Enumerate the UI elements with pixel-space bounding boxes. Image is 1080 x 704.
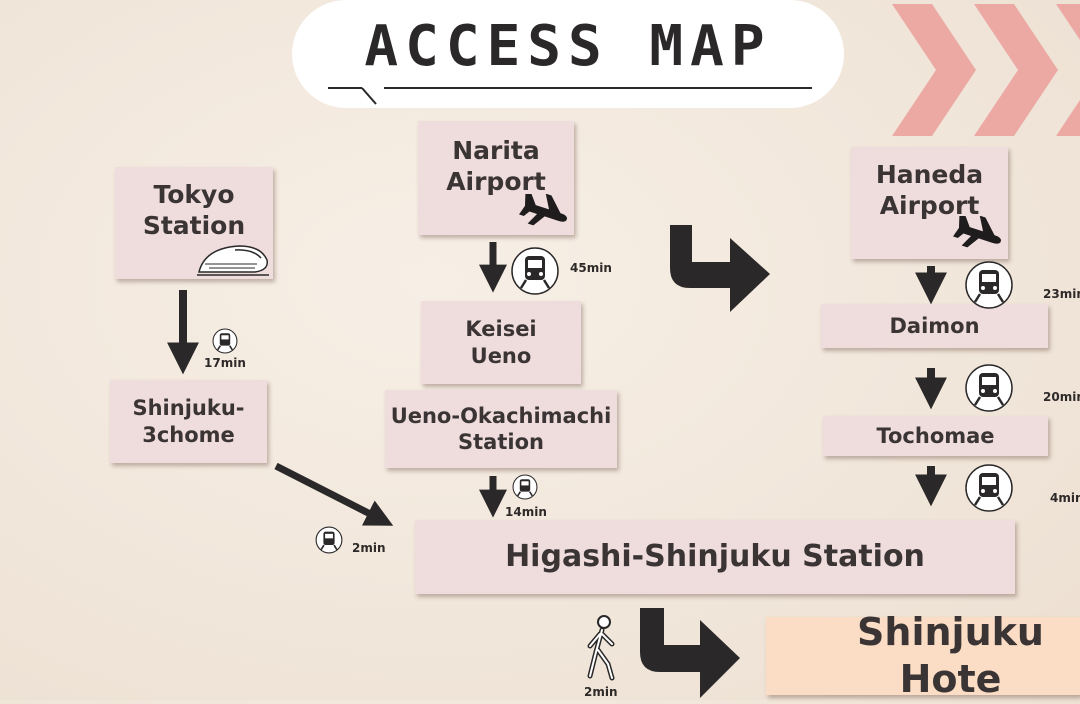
time-walk-hotel: 2min [584,685,618,699]
time-narita-keisei: 45min [570,261,612,275]
node-shinjuku-hotel: Shinjuku Hote [766,610,1080,701]
node-ueno-okachimachi: Ueno-Okachimachi Station [385,390,617,468]
node-higashi-shinjuku: Higashi-Shinjuku Station [415,520,1015,594]
train-icon [511,247,559,295]
bullet-train-icon [197,245,269,276]
train-icon [315,526,343,554]
train-icon [965,464,1013,512]
node-tochomae: Tochomae [823,416,1048,456]
time-ueno-higashi: 14min [505,505,547,519]
node-shinjuku-3chome: Shinjuku- 3chome [110,380,267,463]
time-tokyo-shinjuku3: 17min [204,356,246,370]
arrow-shinjuku3-higashi [274,462,394,526]
time-haneda-daimon: 23min [1043,287,1080,301]
time-shinjuku3-higashi: 2min [352,541,386,555]
bent-arrow-to-hotel [640,608,740,698]
train-icon [965,364,1013,412]
node-haneda-airport: Haneda Airport [851,147,1008,259]
title-pill [292,0,844,108]
time-daimon-tochomae: 20min [1043,390,1080,404]
node-daimon: Daimon [821,304,1048,348]
airplane-icon [519,194,567,226]
train-icon [212,328,238,354]
walking-person-icon [587,615,615,681]
train-icon [965,261,1013,309]
time-tochomae-higashi: 4min [1050,491,1080,505]
page-title: ACCESS MAP [364,14,772,79]
bent-arrow-to-haneda [670,225,770,312]
train-icon [512,474,538,500]
airplane-icon [953,216,1001,248]
node-keisei-ueno: Keisei Ueno [421,301,581,384]
